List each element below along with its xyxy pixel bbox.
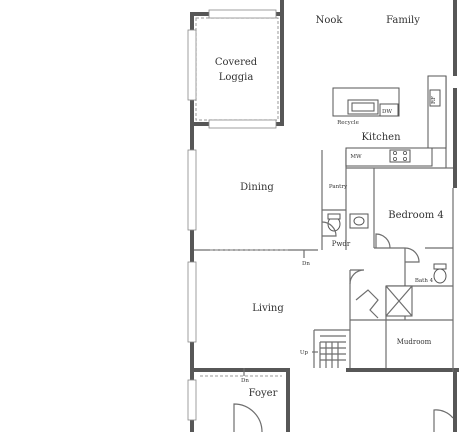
stair-label-down-upper: Dn <box>302 261 310 267</box>
room-label-bath4: Bath 4 <box>415 278 434 284</box>
fixture-label-refrigerator: RF <box>431 96 437 104</box>
stairs <box>319 289 379 368</box>
room-label-covered-loggia-line2: Loggia <box>219 72 254 83</box>
stair-arrows <box>243 250 318 376</box>
kitchen-island <box>332 87 400 117</box>
fixture-label-dishwasher: DW <box>382 109 392 115</box>
room-label-foyer: Foyer <box>249 388 278 399</box>
room-labels: Nook Family Covered Loggia Kitchen Dinin… <box>215 15 444 399</box>
fixture-label-microwave: MW <box>350 154 362 160</box>
room-label-covered-loggia-line1: Covered <box>215 57 258 68</box>
room-label-pantry: Pantry <box>329 184 348 190</box>
fixture-labels: DW Recycle MW RF <box>337 96 437 160</box>
room-label-bedroom4: Bedroom 4 <box>388 210 444 221</box>
fixture-label-recycle: Recycle <box>337 120 359 126</box>
room-label-kitchen: Kitchen <box>361 132 401 143</box>
room-label-powder: Pwdr <box>332 240 351 248</box>
room-label-mudroom: Mudroom <box>397 338 432 346</box>
stair-labels: Dn Dn Up <box>241 261 310 384</box>
windows <box>187 9 277 421</box>
stair-label-down-foyer: Dn <box>241 378 249 384</box>
kitchen-counter <box>345 75 447 167</box>
room-label-dining: Dining <box>240 182 274 193</box>
room-label-nook: Nook <box>316 15 344 26</box>
door-swings <box>233 221 454 432</box>
bath4-fixtures <box>385 263 447 317</box>
room-label-living: Living <box>252 303 284 314</box>
room-label-family: Family <box>386 15 420 26</box>
powder-fixtures <box>327 213 369 232</box>
stair-label-up: Up <box>300 350 309 356</box>
